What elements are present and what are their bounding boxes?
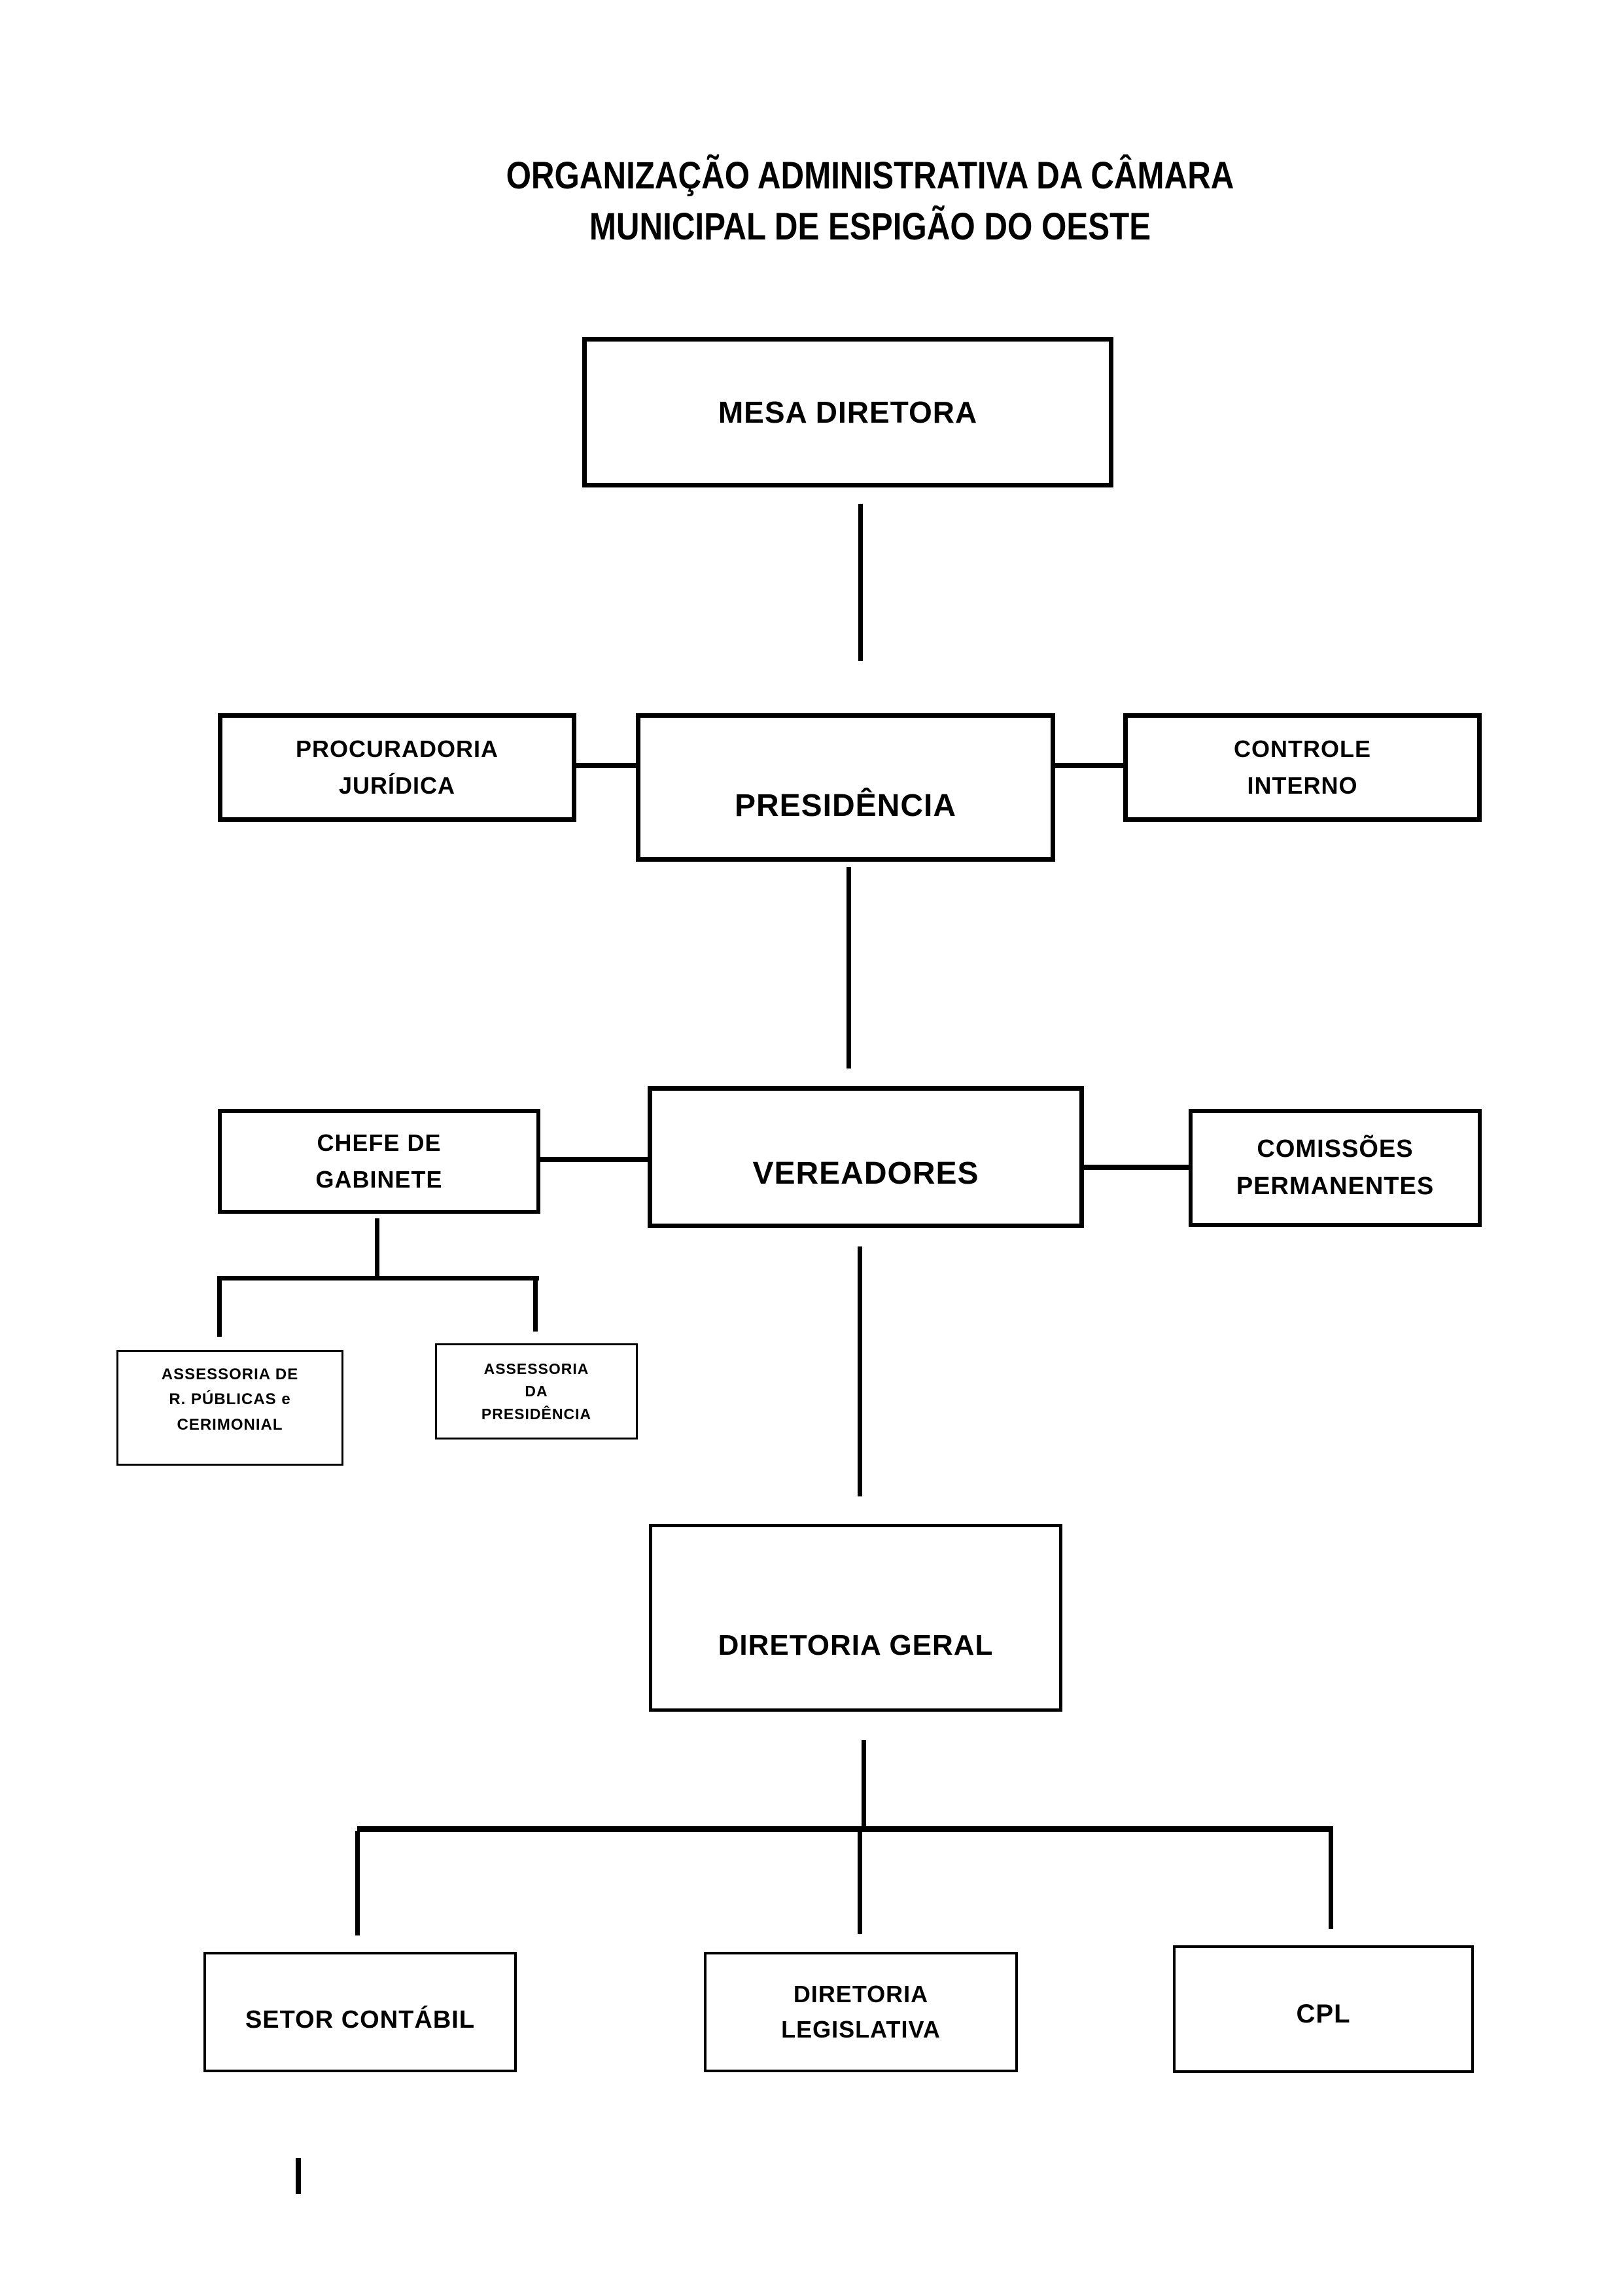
org-box-setor-contabil: SETOR CONTÁBIL bbox=[190, 1937, 517, 2072]
org-box-controle-interno: CONTROLE INTERNO bbox=[1112, 701, 1482, 822]
connector-vereadores-diretoria-geral bbox=[858, 1246, 862, 1496]
org-box-label-line: CONTROLE bbox=[1234, 735, 1371, 763]
org-box-label-line: R. PÚBLICAS e bbox=[169, 1390, 291, 1409]
connector-procuradoria-presidencia bbox=[574, 763, 638, 768]
connector-branch-cpl bbox=[1329, 1831, 1333, 1929]
org-box-mesa-diretora: MESA DIRETORA bbox=[571, 325, 1113, 487]
org-box-label-line: JURÍDICA bbox=[338, 772, 455, 799]
page-title-line-2: MUNICIPAL DE ESPIGÃO DO OESTE bbox=[589, 205, 1151, 248]
org-box-label-line: CERIMONIAL bbox=[177, 1415, 283, 1434]
org-box-label-line: GABINETE bbox=[315, 1166, 443, 1193]
org-box-label-line: DA bbox=[525, 1383, 548, 1400]
org-box-comissoes-permanentes: COMISSÕES PERMANENTES bbox=[1177, 1096, 1482, 1227]
connector-branch-setor-contabil bbox=[355, 1831, 360, 1935]
page-title-line-1: ORGANIZAÇÃO ADMINISTRATIVA DA CÂMARA bbox=[506, 154, 1234, 197]
org-box-label-line: PERMANENTES bbox=[1236, 1173, 1435, 1200]
org-box-diretoria-legislativa: DIRETORIA LEGISLATIVA bbox=[691, 1937, 1018, 2072]
org-box-label: CPL bbox=[1296, 1999, 1351, 2028]
org-box-label: DIRETORIA GERAL bbox=[718, 1629, 994, 1661]
connector-chefe-branch-horizontal bbox=[217, 1276, 539, 1280]
org-box-label-line: COMISSÕES bbox=[1257, 1135, 1414, 1163]
connector-branch-assessoria-presidencia bbox=[533, 1279, 538, 1332]
connector-branch-assessoria-rp bbox=[217, 1279, 222, 1337]
org-box-diretoria-geral: DIRETORIA GERAL bbox=[637, 1510, 1062, 1712]
org-box-label: SETOR CONTÁBIL bbox=[245, 2006, 476, 2034]
org-box-assessoria-presidencia: ASSESSORIA DA PRESIDÊNCIA bbox=[421, 1328, 638, 1439]
org-box-label-line: DIRETORIA bbox=[793, 1981, 929, 2007]
org-box-label-line: LEGISLATIVA bbox=[781, 2016, 941, 2043]
page-bottom-mark bbox=[296, 2158, 301, 2194]
connector-presidencia-controle bbox=[1053, 763, 1125, 768]
org-box-label: PRESIDÊNCIA bbox=[734, 788, 957, 823]
org-box-label: MESA DIRETORA bbox=[718, 395, 978, 429]
org-box-label-line: PROCURADORIA bbox=[295, 735, 498, 763]
page-title: ORGANIZAÇÃO ADMINISTRATIVA DA CÂMARA MUN… bbox=[393, 150, 1348, 253]
connector-chefe-stem bbox=[375, 1218, 379, 1277]
org-box-label-line: PRESIDÊNCIA bbox=[481, 1405, 592, 1422]
connector-vereadores-comissoes bbox=[1082, 1165, 1191, 1170]
org-box-procuradoria-juridica: PROCURADORIA JURÍDICA bbox=[207, 701, 576, 822]
org-box-label-line: CHEFE DE bbox=[317, 1129, 442, 1157]
org-box-vereadores: VEREADORES bbox=[637, 1074, 1084, 1228]
connector-chefe-vereadores bbox=[538, 1157, 650, 1162]
org-box-label-line: ASSESSORIA bbox=[483, 1360, 589, 1377]
connector-presidencia-vereadores bbox=[846, 867, 851, 1069]
connector-mesa-presidencia bbox=[858, 504, 863, 661]
org-box-presidencia: PRESIDÊNCIA bbox=[625, 701, 1055, 862]
org-box-chefe-de-gabinete: CHEFE DE GABINETE bbox=[206, 1096, 540, 1214]
org-box-label-line: INTERNO bbox=[1247, 772, 1358, 799]
org-box-assessoria-rp-cerimonial: ASSESSORIA DE R. PÚBLICAS e CERIMONIAL bbox=[103, 1335, 343, 1466]
org-box-label-line: ASSESSORIA DE bbox=[161, 1366, 299, 1383]
connector-diretoria-geral-stem bbox=[862, 1740, 866, 1829]
org-box-label: VEREADORES bbox=[752, 1156, 979, 1191]
org-box-cpl: CPL bbox=[1160, 1931, 1474, 2073]
connector-bottom-distributor bbox=[357, 1826, 1333, 1832]
connector-branch-diretoria-legislativa bbox=[858, 1831, 862, 1934]
